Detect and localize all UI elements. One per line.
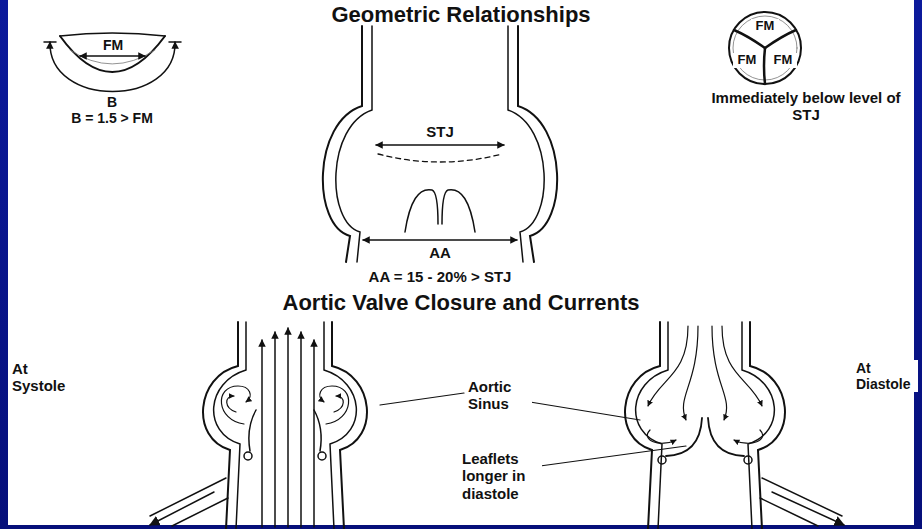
- phase-label: At Systole: [12, 360, 74, 395]
- phase-label: At Diastole: [856, 360, 918, 392]
- dimension-label: FM: [733, 53, 761, 68]
- dimension-label: B: [100, 94, 124, 110]
- dimension-label: FM: [769, 53, 797, 68]
- dimension-label: FM: [751, 19, 779, 34]
- white-panel: [8, 0, 914, 525]
- part-label: Leaflets longer in diastole: [462, 450, 542, 502]
- heading: Aortic Valve Closure and Currents: [8, 290, 914, 315]
- dimension-label: STJ: [420, 123, 460, 140]
- dimension-label: AA: [420, 244, 460, 261]
- note-label: Immediately below level of STJ: [706, 89, 906, 124]
- dimension-label: FM: [98, 37, 128, 53]
- formula-label: B = 1.5 > FM: [52, 110, 172, 126]
- part-label: Aortic Sinus: [468, 378, 532, 413]
- formula-label: AA = 15 - 20% > STJ: [325, 268, 555, 285]
